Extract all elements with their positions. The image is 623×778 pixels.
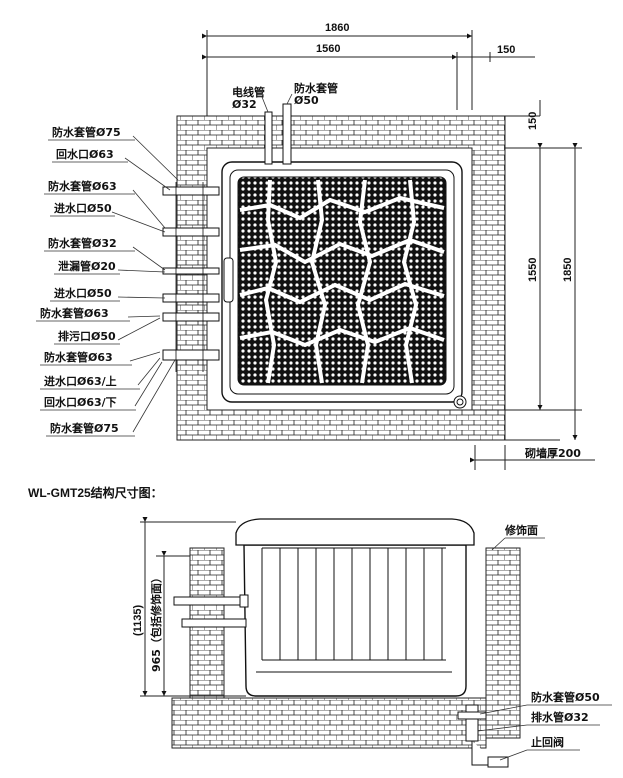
left-label-5: 防水套管Ø32 xyxy=(48,236,117,250)
left-label-3: 防水套管Ø63 xyxy=(48,179,117,193)
dim-overall-height: 1850 xyxy=(562,258,574,282)
label-conduit: 电线管 xyxy=(232,85,265,99)
top-dimensions: 1860 1560 150 xyxy=(202,22,535,116)
dim-top-offset: 150 xyxy=(527,112,539,130)
side-dimensions: (1135) 965（包括修饰面） xyxy=(132,517,246,697)
label-conduit-size: Ø32 xyxy=(232,98,257,111)
left-label-10: 防水套管Ø63 xyxy=(44,350,113,364)
dim-total-height: (1135) xyxy=(132,604,144,636)
side-pipes xyxy=(173,594,249,628)
left-label-4: 进水口Ø50 xyxy=(54,201,112,215)
base-brick xyxy=(171,697,487,749)
cover-seams xyxy=(239,179,445,384)
dim-inner-height: 1550 xyxy=(527,258,539,282)
left-labels: 防水套管Ø75 回水口Ø63 防水套管Ø63 进水口Ø50 防水套管Ø32 泄漏… xyxy=(36,125,179,437)
label-surface: 修饰面 xyxy=(504,523,538,537)
label-sleeve-top-size: Ø50 xyxy=(294,94,319,107)
dim-overall-width: 1860 xyxy=(325,22,349,34)
top-view: 1860 1560 150 150 1550 1850 砌墙厚200 电线管 Ø… xyxy=(36,22,595,470)
left-label-7: 进水口Ø50 xyxy=(54,286,112,300)
section-title: WL-GMT25结构尺寸图： xyxy=(28,485,163,500)
side-valve xyxy=(223,257,234,303)
right-brick-column xyxy=(485,547,521,739)
left-label-1: 防水套管Ø75 xyxy=(52,125,121,139)
dim-side-offset: 150 xyxy=(497,44,515,56)
label-sleeve-top: 防水套管 xyxy=(294,81,338,95)
left-label-12: 回水口Ø63/下 xyxy=(44,395,117,409)
label-drain-32: 排水管Ø32 xyxy=(531,710,589,724)
top-labels: 电线管 Ø32 防水套管 Ø50 xyxy=(232,81,338,113)
left-pipes xyxy=(162,186,220,361)
left-label-2: 回水口Ø63 xyxy=(56,147,114,161)
drain-pipe xyxy=(457,704,509,768)
dim-wall-thickness: 砌墙厚200 xyxy=(524,446,581,460)
dim-tub-height: 965（包括修饰面） xyxy=(149,572,163,672)
side-view: (1135) 965（包括修饰面） 修饰面 防水套管Ø50 排水管Ø32 止回阀 xyxy=(132,517,612,768)
right-dimensions: 150 1550 1850 砌墙厚200 xyxy=(470,100,595,470)
left-label-6: 泄漏管Ø20 xyxy=(58,259,116,273)
label-sleeve-50: 防水套管Ø50 xyxy=(531,690,600,704)
side-labels: 修饰面 防水套管Ø50 排水管Ø32 止回阀 xyxy=(477,523,612,761)
tub-body xyxy=(243,544,467,697)
dim-inner-width: 1560 xyxy=(316,43,340,55)
left-label-8: 防水套管Ø63 xyxy=(40,306,109,320)
tub-lid xyxy=(235,518,475,546)
left-label-11: 进水口Ø63/上 xyxy=(44,374,117,388)
left-label-13: 防水套管Ø75 xyxy=(50,421,119,435)
left-label-9: 排污口Ø50 xyxy=(58,329,116,343)
drain-circle xyxy=(453,395,467,409)
label-check-valve: 止回阀 xyxy=(531,735,564,749)
